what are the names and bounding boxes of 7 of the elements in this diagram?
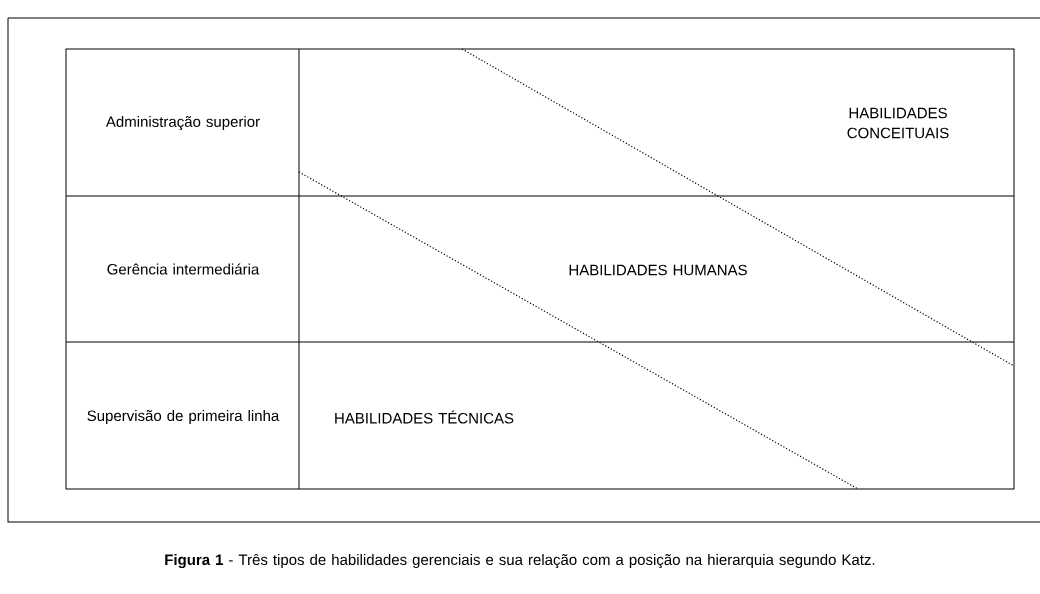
skill-label: HABILIDADES TÉCNICAS xyxy=(335,410,514,424)
row-label: Supervisão de primeira linha xyxy=(87,410,280,424)
row-label: Administração superior xyxy=(105,116,260,131)
skill-label: HABILIDADES CONCEITUAIS xyxy=(847,107,949,139)
row-label: Gerência intermediária xyxy=(107,263,260,275)
skill-label: HABILIDADES HUMANAS xyxy=(569,264,747,276)
figure-caption: Figura 1 - Três tipos de habilidades gerenciais e sua relação com a posição na hierarquia segundo Katz. xyxy=(165,553,875,569)
